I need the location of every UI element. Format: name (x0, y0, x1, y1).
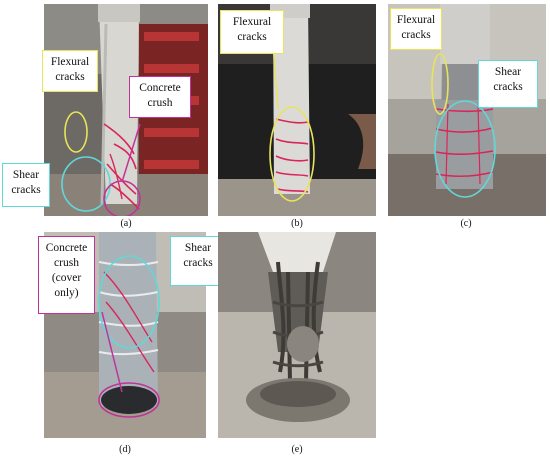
photo-panel-e (218, 232, 376, 438)
caption-e: (e) (291, 444, 303, 455)
callout-concrete-crush-d: Concrete crush (cover only) (38, 236, 95, 314)
callout-flexural-cracks-c: Flexural cracks (390, 8, 442, 50)
callout-flexural-cracks-b: Flexural cracks (220, 10, 284, 54)
caption-c: (c) (460, 218, 472, 229)
callout-concrete-crush-a: Concrete crush (129, 76, 191, 118)
caption-b: (b) (291, 218, 303, 229)
callout-shear-cracks-a: Shear cracks (2, 163, 50, 207)
callout-flexural-cracks-a: Flexural cracks (42, 50, 98, 92)
callout-shear-cracks-d: Shear cracks (170, 236, 226, 286)
photo-a-graphic (44, 4, 208, 216)
photo-panel-a (44, 4, 208, 216)
caption-a: (a) (120, 218, 132, 229)
photo-e-graphic (218, 232, 376, 438)
caption-d: (d) (119, 444, 131, 455)
callout-shear-cracks-c: Shear cracks (478, 60, 538, 108)
